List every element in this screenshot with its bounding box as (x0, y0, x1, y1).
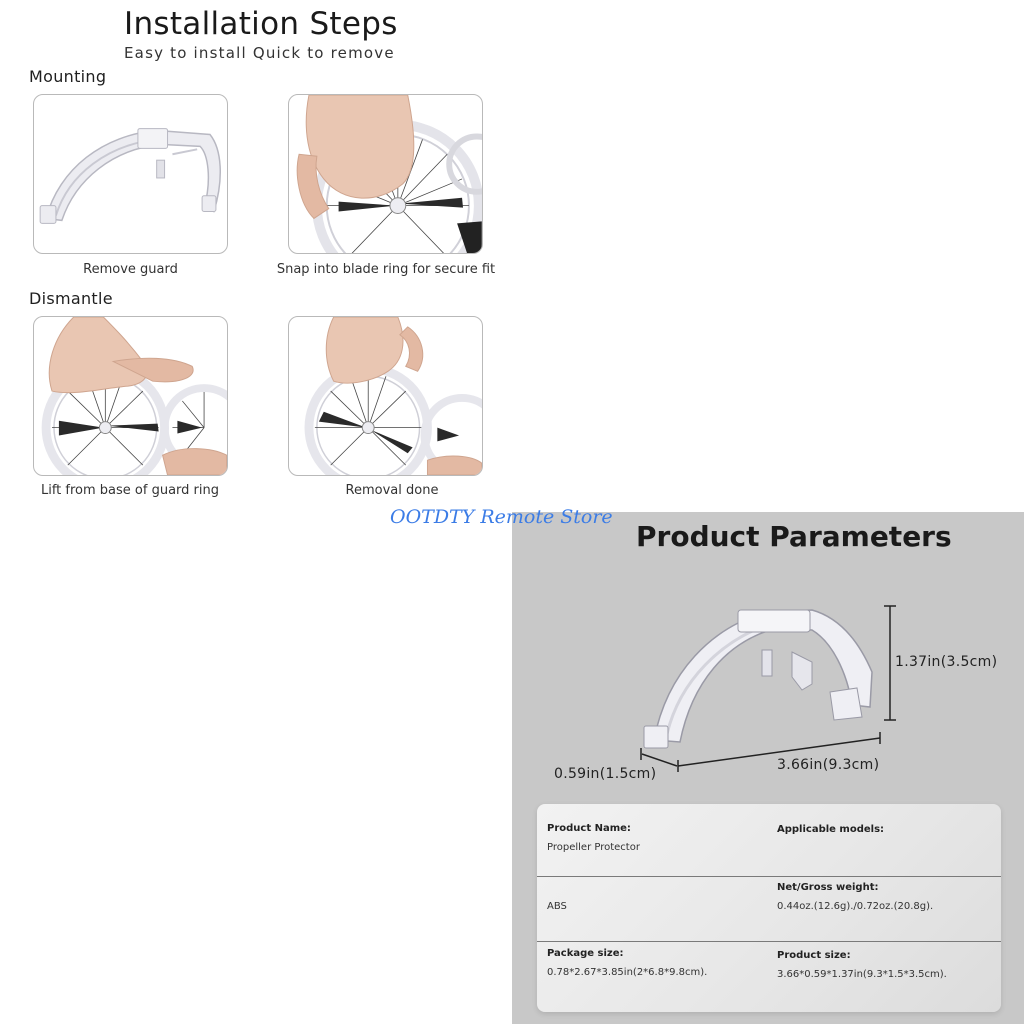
spec-value: 3.66*0.59*1.37in(9.3*1.5*3.5cm). (777, 969, 947, 980)
guard-piece-illustration (39, 128, 221, 224)
spec-row: ABS Net/Gross weight: 0.44oz.(12.6g)./0.… (537, 877, 1001, 942)
spec-row: Package size: 0.78*2.67*3.85in(2*6.8*9.8… (537, 942, 1001, 1012)
step-image-lift-from-base (33, 316, 228, 476)
step-caption: Lift from base of guard ring (40, 483, 219, 498)
depth-dimension-label: 0.59in(1.5cm) (554, 766, 657, 782)
length-dimension-label: 3.66in(9.3cm) (777, 757, 880, 773)
page-title: Installation Steps (124, 6, 398, 42)
step-caption: Removal done (345, 483, 439, 498)
spec-cell-weight: Net/Gross weight: 0.44oz.(12.6g)./0.72oz… (777, 882, 933, 912)
step-caption: Snap into blade ring for secure fit (276, 262, 496, 277)
step-image-snap-into-ring (288, 94, 483, 254)
spec-label: Product size: (777, 950, 851, 961)
spec-cell-applicable-models: Applicable models: (777, 824, 884, 835)
section-heading-dismantle: Dismantle (29, 289, 113, 308)
spec-value: 0.44oz.(12.6g)./0.72oz.(20.8g). (777, 901, 934, 912)
spec-cell-package-size: Package size: 0.78*2.67*3.85in(2*6.8*9.8… (547, 948, 707, 978)
spec-label: Package size: (547, 948, 624, 959)
removal-done-illustration (304, 317, 482, 475)
store-watermark: OOTDTY Remote Store (390, 506, 613, 528)
step-caption: Remove guard (83, 262, 178, 277)
spec-label: Applicable models: (777, 824, 885, 835)
spec-row: Product Name: Propeller Protector Applic… (537, 804, 1001, 877)
product-parameters-panel: Product Parameters 1.37in(3.5cm) 0.59in(… (512, 512, 1024, 1024)
spec-value: 0.78*2.67*3.85in(2*6.8*9.8cm). (547, 967, 708, 978)
page-subtitle: Easy to install Quick to remove (124, 44, 395, 62)
product-dimension-diagram (640, 605, 896, 772)
step-image-removal-done (288, 316, 483, 476)
height-dimension-label: 1.37in(3.5cm) (895, 654, 998, 670)
section-heading-mounting: Mounting (29, 67, 107, 86)
spec-table: Product Name: Propeller Protector Applic… (537, 804, 1001, 1012)
snap-ring-illustration (296, 95, 482, 253)
spec-cell-product-name: Product Name: Propeller Protector (547, 823, 640, 853)
step-image-remove-guard (33, 94, 228, 254)
spec-cell-product-size: Product size: 3.66*0.59*1.37in(9.3*1.5*3… (777, 950, 947, 980)
lift-ring-illustration (41, 317, 227, 475)
spec-value: Propeller Protector (547, 842, 640, 853)
spec-cell-material: ABS (547, 901, 567, 912)
spec-value: ABS (547, 901, 567, 912)
spec-label: Net/Gross weight: (777, 882, 879, 893)
spec-label: Product Name: (547, 823, 631, 834)
params-title: Product Parameters (636, 520, 952, 553)
